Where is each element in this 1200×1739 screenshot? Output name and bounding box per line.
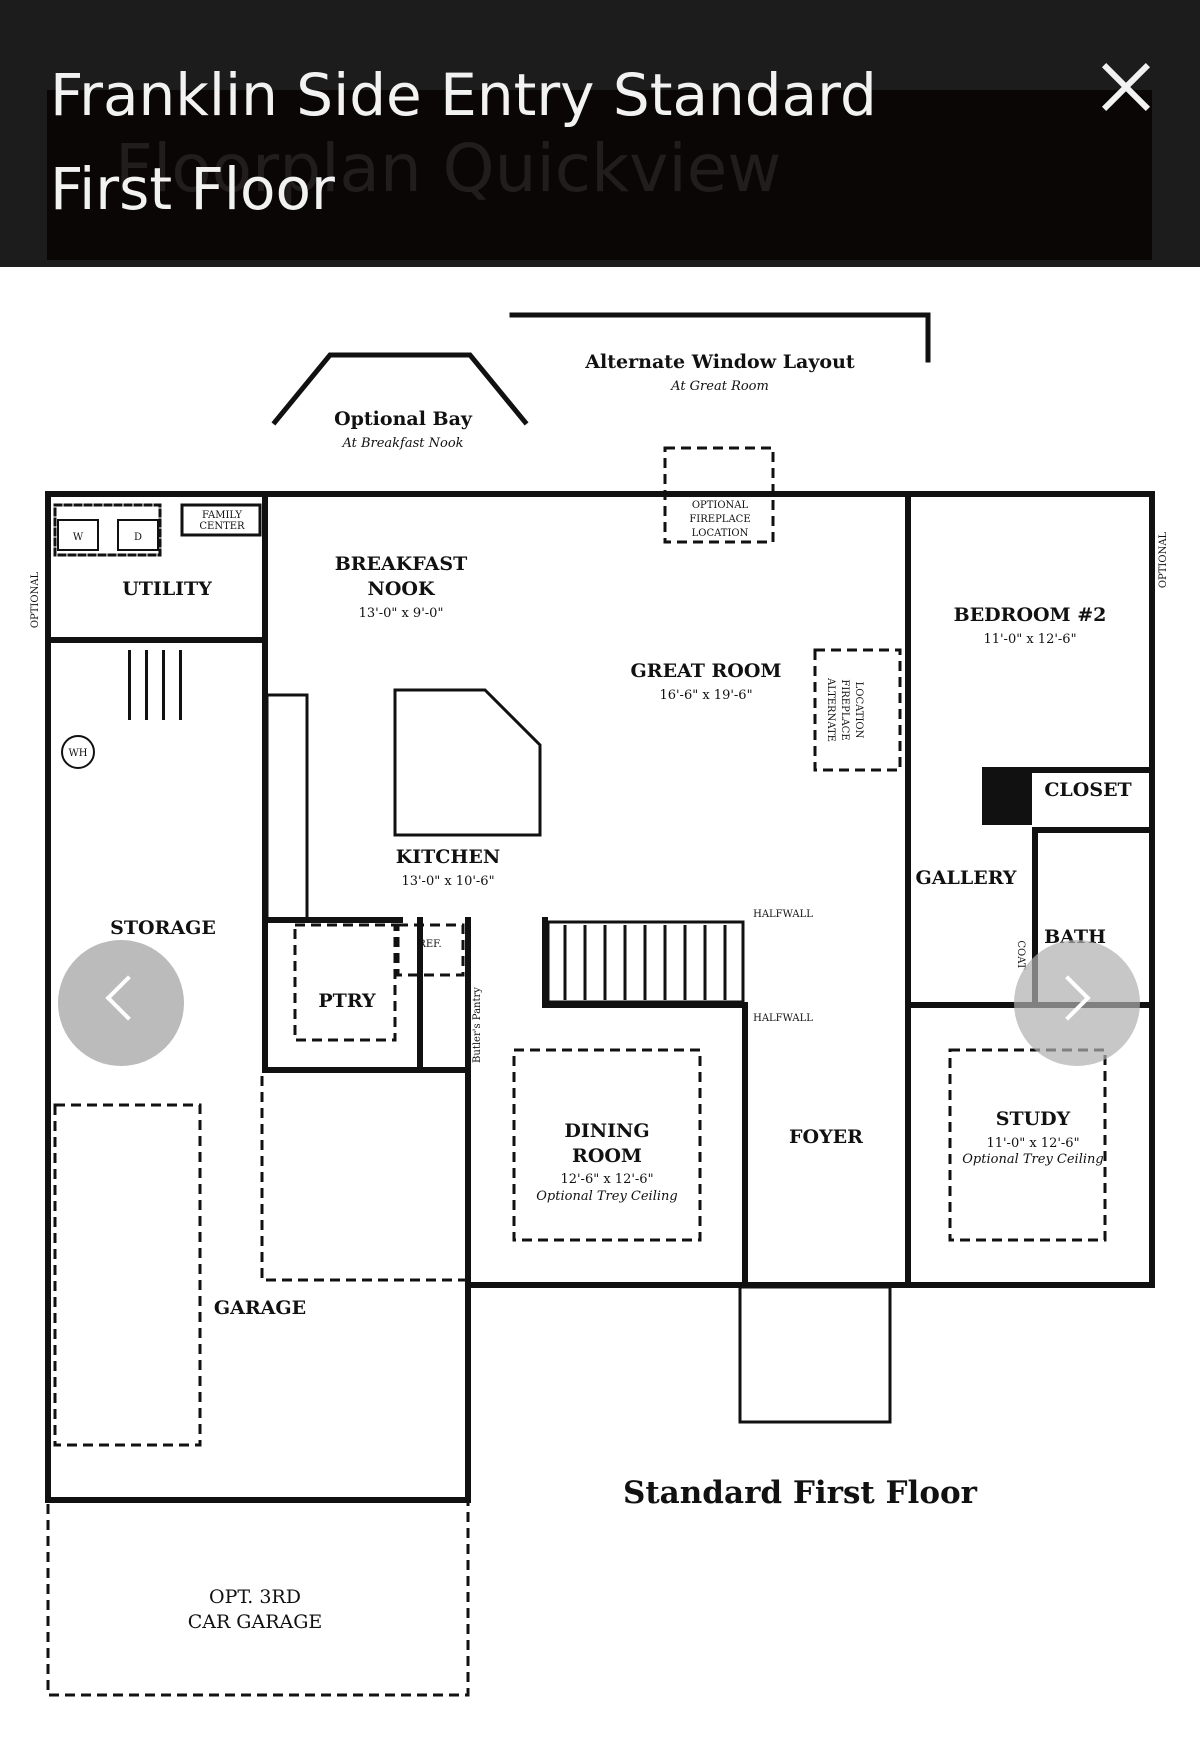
modal-header: Floorplan Quickview Franklin Side Entry …: [0, 0, 1200, 267]
opt-bay-sub: At Breakfast Nook: [341, 436, 463, 451]
room-great-room-dim: 16'-6" x 19'-6": [659, 688, 752, 703]
butlers-pantry-label: Butler's Pantry: [472, 987, 483, 1063]
room-bedroom2-dim: 11'-0" x 12'-6": [983, 632, 1076, 647]
room-breakfast-2: NOOK: [368, 578, 436, 600]
modal-title: Franklin Side Entry Standard First Floor: [50, 61, 877, 223]
alt-window-label: Alternate Window Layout: [584, 351, 855, 373]
room-closet: CLOSET: [1044, 779, 1131, 801]
room-dining-2: ROOM: [572, 1145, 642, 1167]
room-garage: GARAGE: [214, 1297, 306, 1319]
floorplan-image: Alternate Window Layout At Great Room Op…: [30, 312, 1169, 1697]
family-center-1: FAMILY: [202, 510, 242, 521]
optional-right: OPTIONAL: [1158, 531, 1169, 588]
room-study-dim: 11'-0" x 12'-6": [986, 1136, 1079, 1151]
room-dining-1: DINING: [564, 1120, 649, 1142]
washer-label: W: [73, 532, 84, 543]
water-heater-label: WH: [69, 748, 88, 759]
room-utility: UTILITY: [122, 578, 212, 600]
family-center-2: CENTER: [199, 521, 245, 532]
opt-fireplace-3: LOCATION: [692, 528, 749, 539]
room-dining-note: Optional Trey Ceiling: [536, 1189, 677, 1204]
room-study: STUDY: [996, 1108, 1071, 1130]
halfwall-top: HALFWALL: [753, 909, 813, 920]
room-kitchen-dim: 13'-0" x 10'-6": [401, 874, 494, 889]
halfwall-bottom: HALFWALL: [753, 1013, 813, 1024]
plan-caption: Standard First Floor: [623, 1475, 978, 1511]
room-storage: STORAGE: [110, 917, 216, 939]
room-dining-dim: 12'-6" x 12'-6": [560, 1172, 653, 1187]
coat-closet-label: COAT: [1015, 940, 1026, 970]
room-pantry: PTRY: [318, 990, 376, 1012]
ghost-title: Floorplan Quickview: [115, 130, 782, 207]
optional-left: OPTIONAL: [30, 571, 41, 628]
chevron-right-icon: [1045, 975, 1091, 1021]
alt-window-sub: At Great Room: [670, 379, 769, 394]
next-image-button[interactable]: [1014, 940, 1140, 1066]
opt-garage-2: CAR GARAGE: [188, 1611, 323, 1633]
room-study-note: Optional Trey Ceiling: [962, 1152, 1103, 1167]
dryer-label: D: [134, 532, 142, 543]
room-bedroom2: BEDROOM #2: [954, 604, 1107, 626]
room-great-room: GREAT ROOM: [631, 660, 782, 682]
opt-bay-label: Optional Bay: [334, 408, 473, 430]
close-icon[interactable]: [1090, 52, 1160, 122]
alt-fireplace-2: FIREPLACE: [839, 679, 850, 740]
alt-fireplace-3: LOCATION: [853, 682, 864, 739]
room-gallery: GALLERY: [916, 867, 1017, 889]
room-kitchen: KITCHEN: [396, 846, 500, 868]
opt-fireplace-2: FIREPLACE: [689, 514, 750, 525]
ghost-title-box: [47, 90, 1152, 260]
opt-garage-1: OPT. 3RD: [209, 1586, 301, 1608]
room-breakfast-dim: 13'-0" x 9'-0": [359, 606, 444, 621]
chevron-left-icon: [105, 975, 151, 1021]
room-foyer: FOYER: [789, 1126, 863, 1148]
alt-fireplace-1: ALTERNATE: [825, 677, 836, 742]
prev-image-button[interactable]: [58, 940, 184, 1066]
room-breakfast-1: BREAKFAST: [335, 553, 468, 575]
ref-label: REF.: [418, 939, 441, 950]
opt-fireplace-1: OPTIONAL: [692, 500, 749, 511]
